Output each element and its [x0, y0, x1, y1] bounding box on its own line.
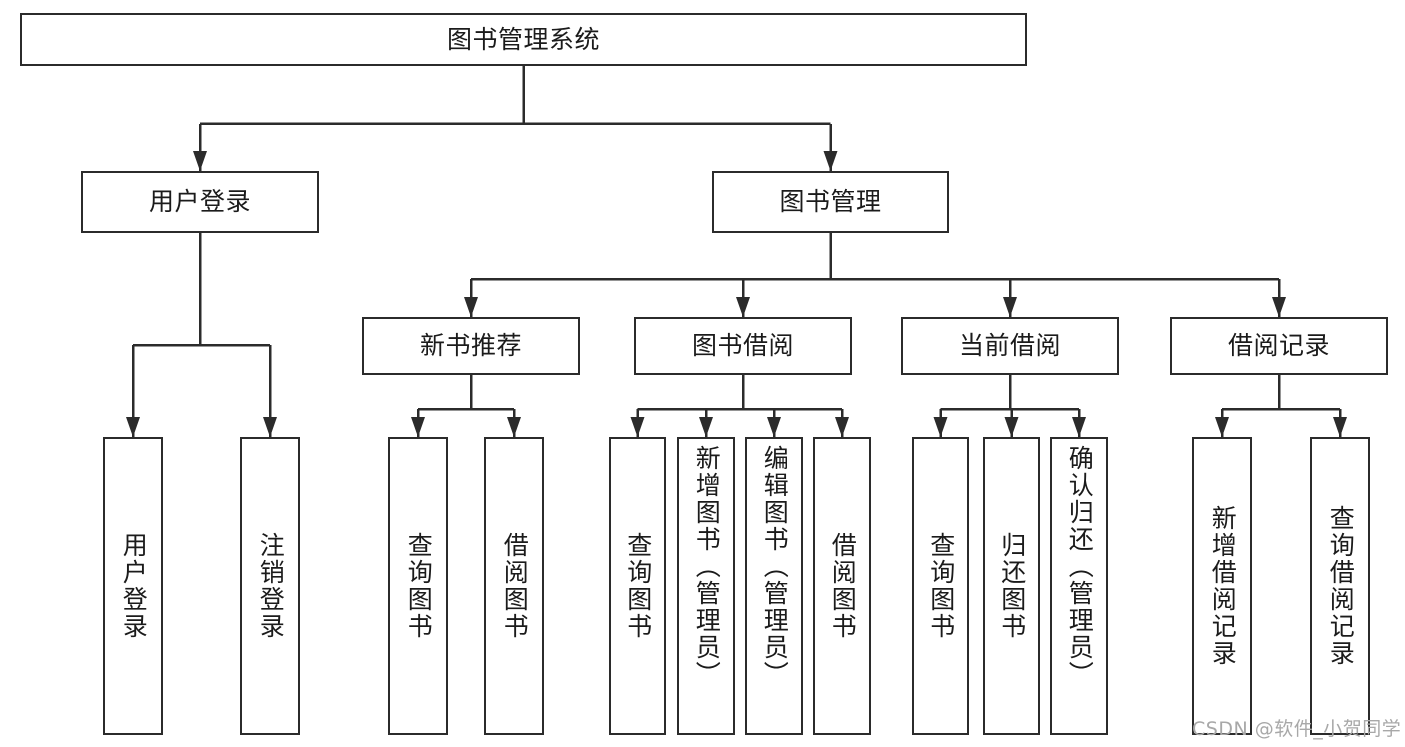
csdn-watermark: CSDN @软件_小贺同学 — [1192, 718, 1402, 740]
node-label: 查询借阅记录 — [1326, 505, 1356, 667]
node-label: 用户登录 — [148, 187, 251, 217]
node-label: 当前借阅 — [958, 331, 1061, 361]
node-leaf-query-book-2: 查询图书 — [609, 437, 666, 735]
node-leaf-add-book-admin: 新增图书（管理员） — [677, 437, 735, 735]
node-leaf-add-borrow-record: 新增借阅记录 — [1192, 437, 1252, 735]
node-leaf-return-book: 归还图书 — [983, 437, 1040, 735]
node-book-manage: 图书管理 — [712, 171, 949, 233]
node-label: 编辑图书（管理员） — [760, 445, 790, 688]
node-leaf-query-borrow-record: 查询借阅记录 — [1310, 437, 1370, 735]
node-leaf-query-book-3: 查询图书 — [912, 437, 969, 735]
node-label: 注销登录 — [256, 532, 286, 640]
node-leaf-confirm-return-admin: 确认归还（管理员） — [1050, 437, 1108, 735]
node-label: 借阅图书 — [500, 532, 530, 640]
node-root: 图书管理系统 — [20, 13, 1027, 66]
node-label: 借阅图书 — [828, 532, 858, 640]
node-user-login: 用户登录 — [81, 171, 319, 233]
node-label: 新书推荐 — [419, 331, 522, 361]
node-leaf-logout-login: 注销登录 — [240, 437, 300, 735]
node-label: 归还图书 — [997, 532, 1027, 640]
node-leaf-query-book-1: 查询图书 — [388, 437, 448, 735]
node-leaf-borrow-book-1: 借阅图书 — [484, 437, 544, 735]
node-label: 查询图书 — [404, 532, 434, 640]
node-current-borrow: 当前借阅 — [901, 317, 1119, 375]
node-borrow-record: 借阅记录 — [1170, 317, 1388, 375]
node-label: 借阅记录 — [1227, 331, 1330, 361]
node-label: 用户登录 — [119, 532, 149, 640]
node-leaf-borrow-book-2: 借阅图书 — [813, 437, 871, 735]
node-book-borrow: 图书借阅 — [634, 317, 852, 375]
node-label: 图书管理系统 — [446, 24, 600, 54]
node-label: 新增借阅记录 — [1208, 505, 1238, 667]
node-label: 新增图书（管理员） — [692, 445, 722, 688]
node-label: 查询图书 — [623, 532, 653, 640]
node-leaf-edit-book-admin: 编辑图书（管理员） — [745, 437, 803, 735]
node-label: 查询图书 — [926, 532, 956, 640]
node-new-book-recommend: 新书推荐 — [362, 317, 580, 375]
node-label: 图书借阅 — [691, 331, 794, 361]
node-label: 图书管理 — [779, 187, 882, 217]
node-leaf-user-login: 用户登录 — [103, 437, 163, 735]
node-label: 确认归还（管理员） — [1065, 445, 1095, 688]
